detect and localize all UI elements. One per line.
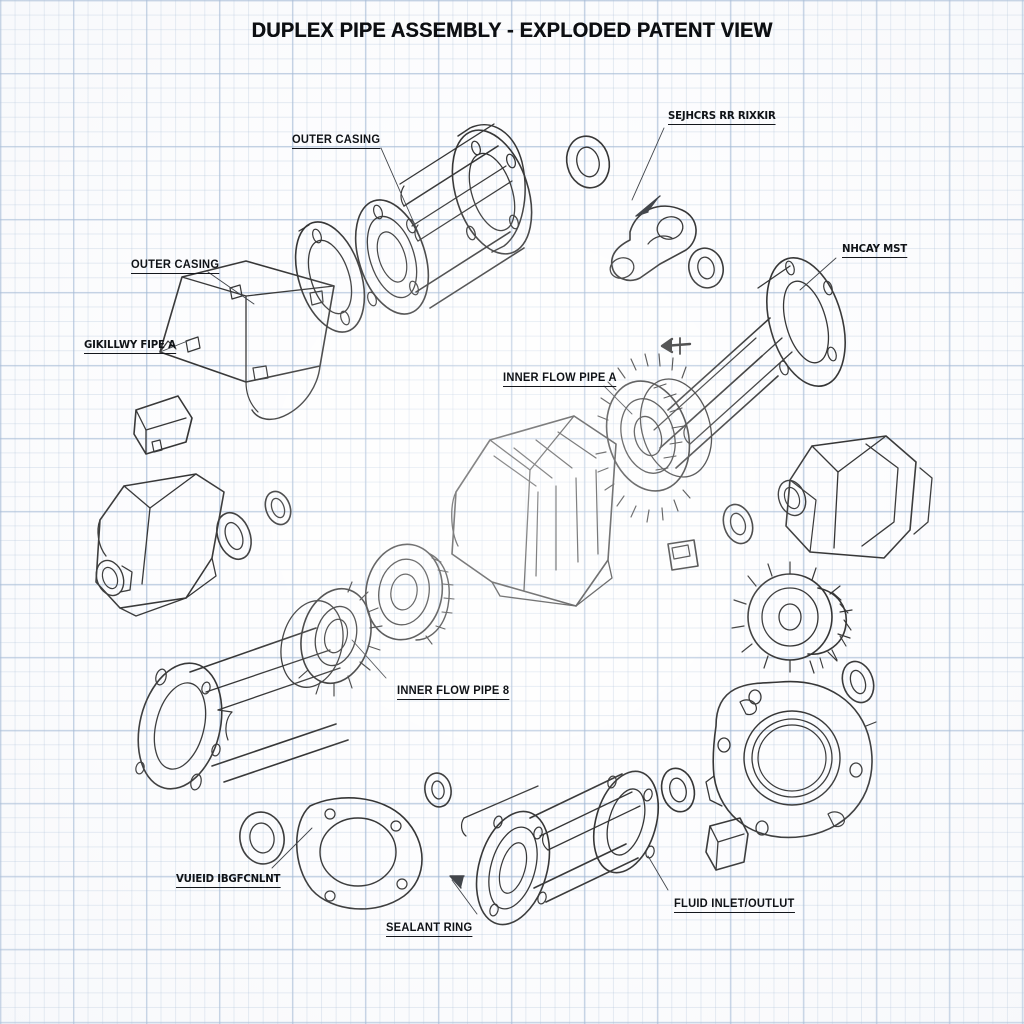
callout-valve-segment: VUIEID IBGFCNLNT	[176, 873, 280, 888]
callout-inner-flow-pipe-a: INNER FLOW PIPE A	[503, 371, 617, 387]
part-spur-gear-lower-right	[731, 561, 853, 674]
part-housing-mast-flanged-pipe-right	[653, 256, 846, 469]
part-o-ring-mid-bottom	[424, 772, 452, 808]
part-o-ring-upper-right	[565, 135, 611, 189]
leader-sealant-ring	[451, 879, 478, 915]
part-rocker-link-arm	[609, 205, 697, 282]
part-plug-cap-bottom-right	[705, 817, 749, 871]
callout-sealant-ring: SEALANT RING	[386, 921, 473, 937]
part-outer-casing-shell-left	[159, 260, 335, 421]
page-title: DUPLEX PIPE ASSEMBLY - EXPLODED PATENT V…	[251, 18, 773, 42]
part-outer-casing-flanged-pipe-top	[294, 123, 533, 333]
part-o-ring-left-small	[264, 490, 292, 526]
part-fluid-inlet-outlet-pipe	[460, 770, 660, 926]
callout-outer-casing-left: OUTER CASING	[131, 258, 220, 274]
icon-flow-direction-arrow	[660, 337, 692, 355]
callout-housing-mast: NHCAY MST	[842, 243, 907, 258]
callout-seals-rear-packer: SEJHCRS RR RIXKIR	[668, 110, 776, 125]
leader-fluid-inlet	[647, 855, 669, 891]
part-small-keeper-plate	[667, 539, 699, 571]
leader-outer-casing-top	[380, 147, 419, 233]
part-sealant-ring-gasket	[295, 797, 423, 910]
leader-seals	[631, 127, 665, 201]
callout-fluid-inlet-outlet: FLUID INLET/OUTLUT	[674, 897, 795, 913]
part-stepped-bushing-block-right	[777, 435, 933, 559]
callout-inner-flow-pipe-b: INNER FLOW PIPE 8	[397, 684, 510, 700]
part-half-sleeve-left	[95, 473, 225, 617]
part-o-ring-mid-right	[722, 503, 754, 545]
part-inner-flow-pipe-b-barrel	[135, 627, 349, 791]
part-o-ring-left-large	[216, 511, 252, 561]
part-o-ring-small-right	[688, 247, 724, 289]
callout-hollow-pipe-a: GIKILLWY FIPE A	[84, 339, 176, 354]
callout-outer-casing-top: OUTER CASING	[292, 133, 381, 149]
leader-outer-casing-left	[207, 271, 255, 305]
part-gear-plate-lower-left	[364, 543, 455, 645]
part-o-ring-bottom-right	[660, 767, 696, 813]
part-inner-flow-pipe-a-barrel	[451, 415, 617, 607]
part-collar-sleeve-left	[133, 395, 193, 455]
leader-valve-segment	[271, 827, 313, 869]
part-mounting-plate-lower-right	[705, 680, 877, 839]
part-sealant-ring-oring	[239, 811, 285, 865]
